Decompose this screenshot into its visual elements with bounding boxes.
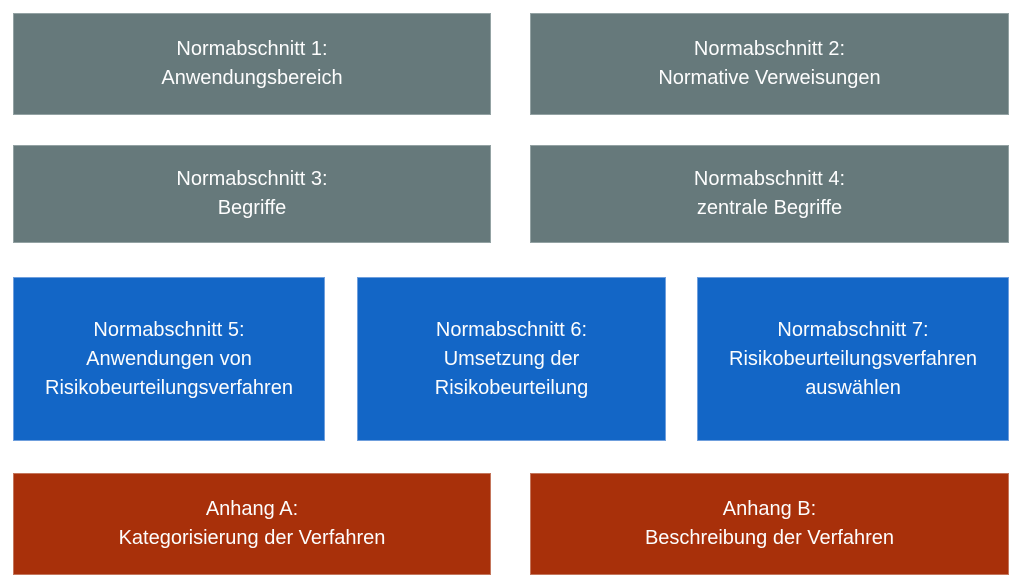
box-normabschnitt-6: Normabschnitt 6: Umsetzung der Risikobeu…: [357, 277, 666, 441]
box-anhang-b: Anhang B: Beschreibung der Verfahren: [530, 473, 1009, 575]
box-title-line: Normabschnitt 1:: [176, 38, 328, 60]
box-subtitle-line: Risikobeurteilungsverfahren: [45, 376, 293, 399]
box-subtitle-line: auswählen: [805, 376, 901, 399]
box-subtitle-line: Beschreibung der Verfahren: [644, 527, 895, 549]
box-title-line: Normabschnitt 3:: [176, 168, 328, 190]
box-title-line: Normabschnitt 6:: [435, 318, 588, 341]
box-subtitle-line: Risikobeurteilung: [434, 376, 589, 399]
box-subtitle-line: Begriffe: [217, 197, 287, 219]
box-subtitle-line: Anwendungsbereich: [161, 67, 343, 89]
box-subtitle-line: Anwendungen von: [86, 347, 252, 370]
box-normabschnitt-1: Normabschnitt 1: Anwendungsbereich: [13, 13, 491, 115]
box-subtitle-line: Risikobeurteilungsverfahren: [729, 347, 977, 370]
box-title-line: Normabschnitt 5:: [93, 318, 245, 341]
box-title-line: Anhang A:: [205, 498, 299, 520]
box-subtitle-line: zentrale Begriffe: [696, 197, 843, 219]
box-normabschnitt-7: Normabschnitt 7: Risikobeurteilungsverfa…: [697, 277, 1009, 441]
box-title-line: Anhang B:: [722, 498, 817, 520]
box-normabschnitt-3: Normabschnitt 3: Begriffe: [13, 145, 491, 243]
box-title-line: Normabschnitt 2:: [693, 38, 846, 60]
box-normabschnitt-4: Normabschnitt 4: zentrale Begriffe: [530, 145, 1009, 243]
box-subtitle-line: Umsetzung der: [443, 347, 580, 370]
box-normabschnitt-2: Normabschnitt 2: Normative Verweisungen: [530, 13, 1009, 115]
box-anhang-a: Anhang A: Kategorisierung der Verfahren: [13, 473, 491, 575]
box-subtitle-line: Normative Verweisungen: [658, 67, 881, 89]
box-title-line: Normabschnitt 4:: [693, 168, 846, 190]
box-subtitle-line: Kategorisierung der Verfahren: [118, 527, 386, 549]
box-title-line: Normabschnitt 7:: [777, 318, 929, 341]
box-normabschnitt-5: Normabschnitt 5: Anwendungen von Risikob…: [13, 277, 325, 441]
